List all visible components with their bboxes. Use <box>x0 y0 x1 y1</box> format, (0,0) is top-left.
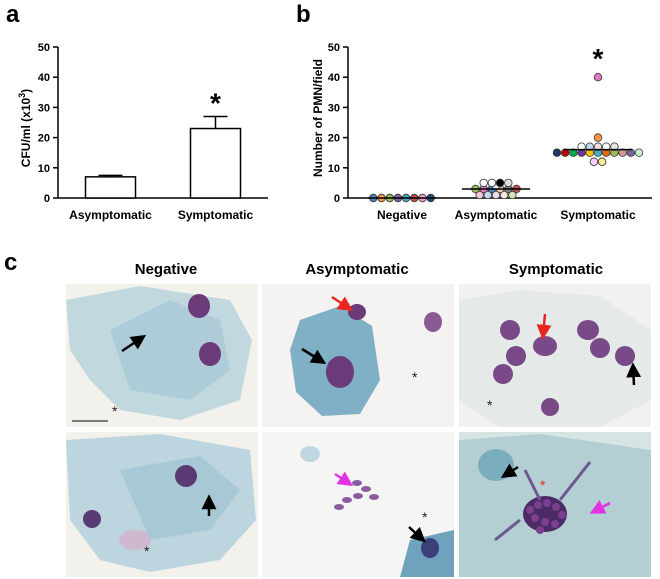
data-point <box>491 190 501 200</box>
data-point <box>552 148 562 157</box>
data-point <box>508 190 517 200</box>
data-point <box>585 142 594 151</box>
micrograph-negative-2: * <box>66 432 258 577</box>
y-tick-label: 30 <box>38 102 50 114</box>
asterisk-marker: * <box>412 369 418 385</box>
data-point <box>504 178 513 188</box>
panel-a-ylabel: CFU/ml (x103) <box>17 89 33 167</box>
x-category-label: Asymptomatic <box>455 208 538 222</box>
column-title-negative: Negative <box>135 261 198 278</box>
data-point <box>475 190 484 200</box>
y-tick-label: 40 <box>328 72 340 84</box>
data-point <box>634 148 644 157</box>
y-tick-label: 50 <box>328 42 340 54</box>
column-title-symptomatic: Symptomatic <box>509 261 603 278</box>
column-title-asymptomatic: Asymptomatic <box>305 261 408 278</box>
asterisk-marker-red: * <box>540 477 546 493</box>
data-point <box>495 178 505 188</box>
data-point <box>479 178 488 188</box>
y-tick-label: 20 <box>328 133 340 145</box>
y-tick-label: 0 <box>334 193 340 205</box>
data-point <box>610 142 619 151</box>
micrograph-negative-1: * <box>66 284 258 427</box>
asterisk-marker: * <box>487 397 493 413</box>
asterisk-marker: * <box>422 509 428 525</box>
data-point <box>561 148 570 157</box>
data-point <box>589 157 599 166</box>
y-tick-label: 40 <box>38 72 50 84</box>
bar <box>189 127 242 199</box>
y-tick-label: 30 <box>328 102 340 114</box>
x-category-label: Asymptomatic <box>69 208 152 222</box>
asterisk-marker: * <box>112 403 118 419</box>
data-point <box>593 142 603 151</box>
data-point <box>577 142 586 151</box>
significance-marker: * <box>210 87 221 118</box>
data-point <box>569 148 578 157</box>
panel-b-letter: b <box>296 1 311 28</box>
y-tick-label: 20 <box>38 133 50 145</box>
data-point <box>483 190 492 200</box>
x-category-label: Symptomatic <box>178 208 254 222</box>
micrograph-asymptomatic-2: * <box>262 432 454 577</box>
y-tick-label: 10 <box>38 163 50 175</box>
y-tick-label: 50 <box>38 42 50 54</box>
asterisk-marker: * <box>144 543 150 559</box>
x-category-label: Negative <box>377 208 427 222</box>
data-point <box>597 157 607 166</box>
panel-c-letter: c <box>4 249 17 276</box>
bar <box>84 176 137 199</box>
panel-a-letter: a <box>6 1 20 28</box>
data-point <box>626 148 635 157</box>
data-point <box>618 148 627 157</box>
data-point <box>487 178 497 188</box>
micrograph-asymptomatic-1: * <box>262 284 454 427</box>
data-point <box>593 72 603 82</box>
data-point <box>593 133 603 142</box>
y-tick-label: 10 <box>328 163 340 175</box>
panel-b-ylabel: Number of PMN/field <box>311 59 325 177</box>
y-tick-label: 0 <box>44 193 50 205</box>
micrograph-symptomatic-2: * <box>459 432 651 577</box>
micrograph-symptomatic-1: * <box>459 284 651 427</box>
x-category-label: Symptomatic <box>560 208 636 222</box>
data-point <box>500 190 509 200</box>
significance-marker: * <box>593 43 604 74</box>
data-point <box>602 142 611 151</box>
